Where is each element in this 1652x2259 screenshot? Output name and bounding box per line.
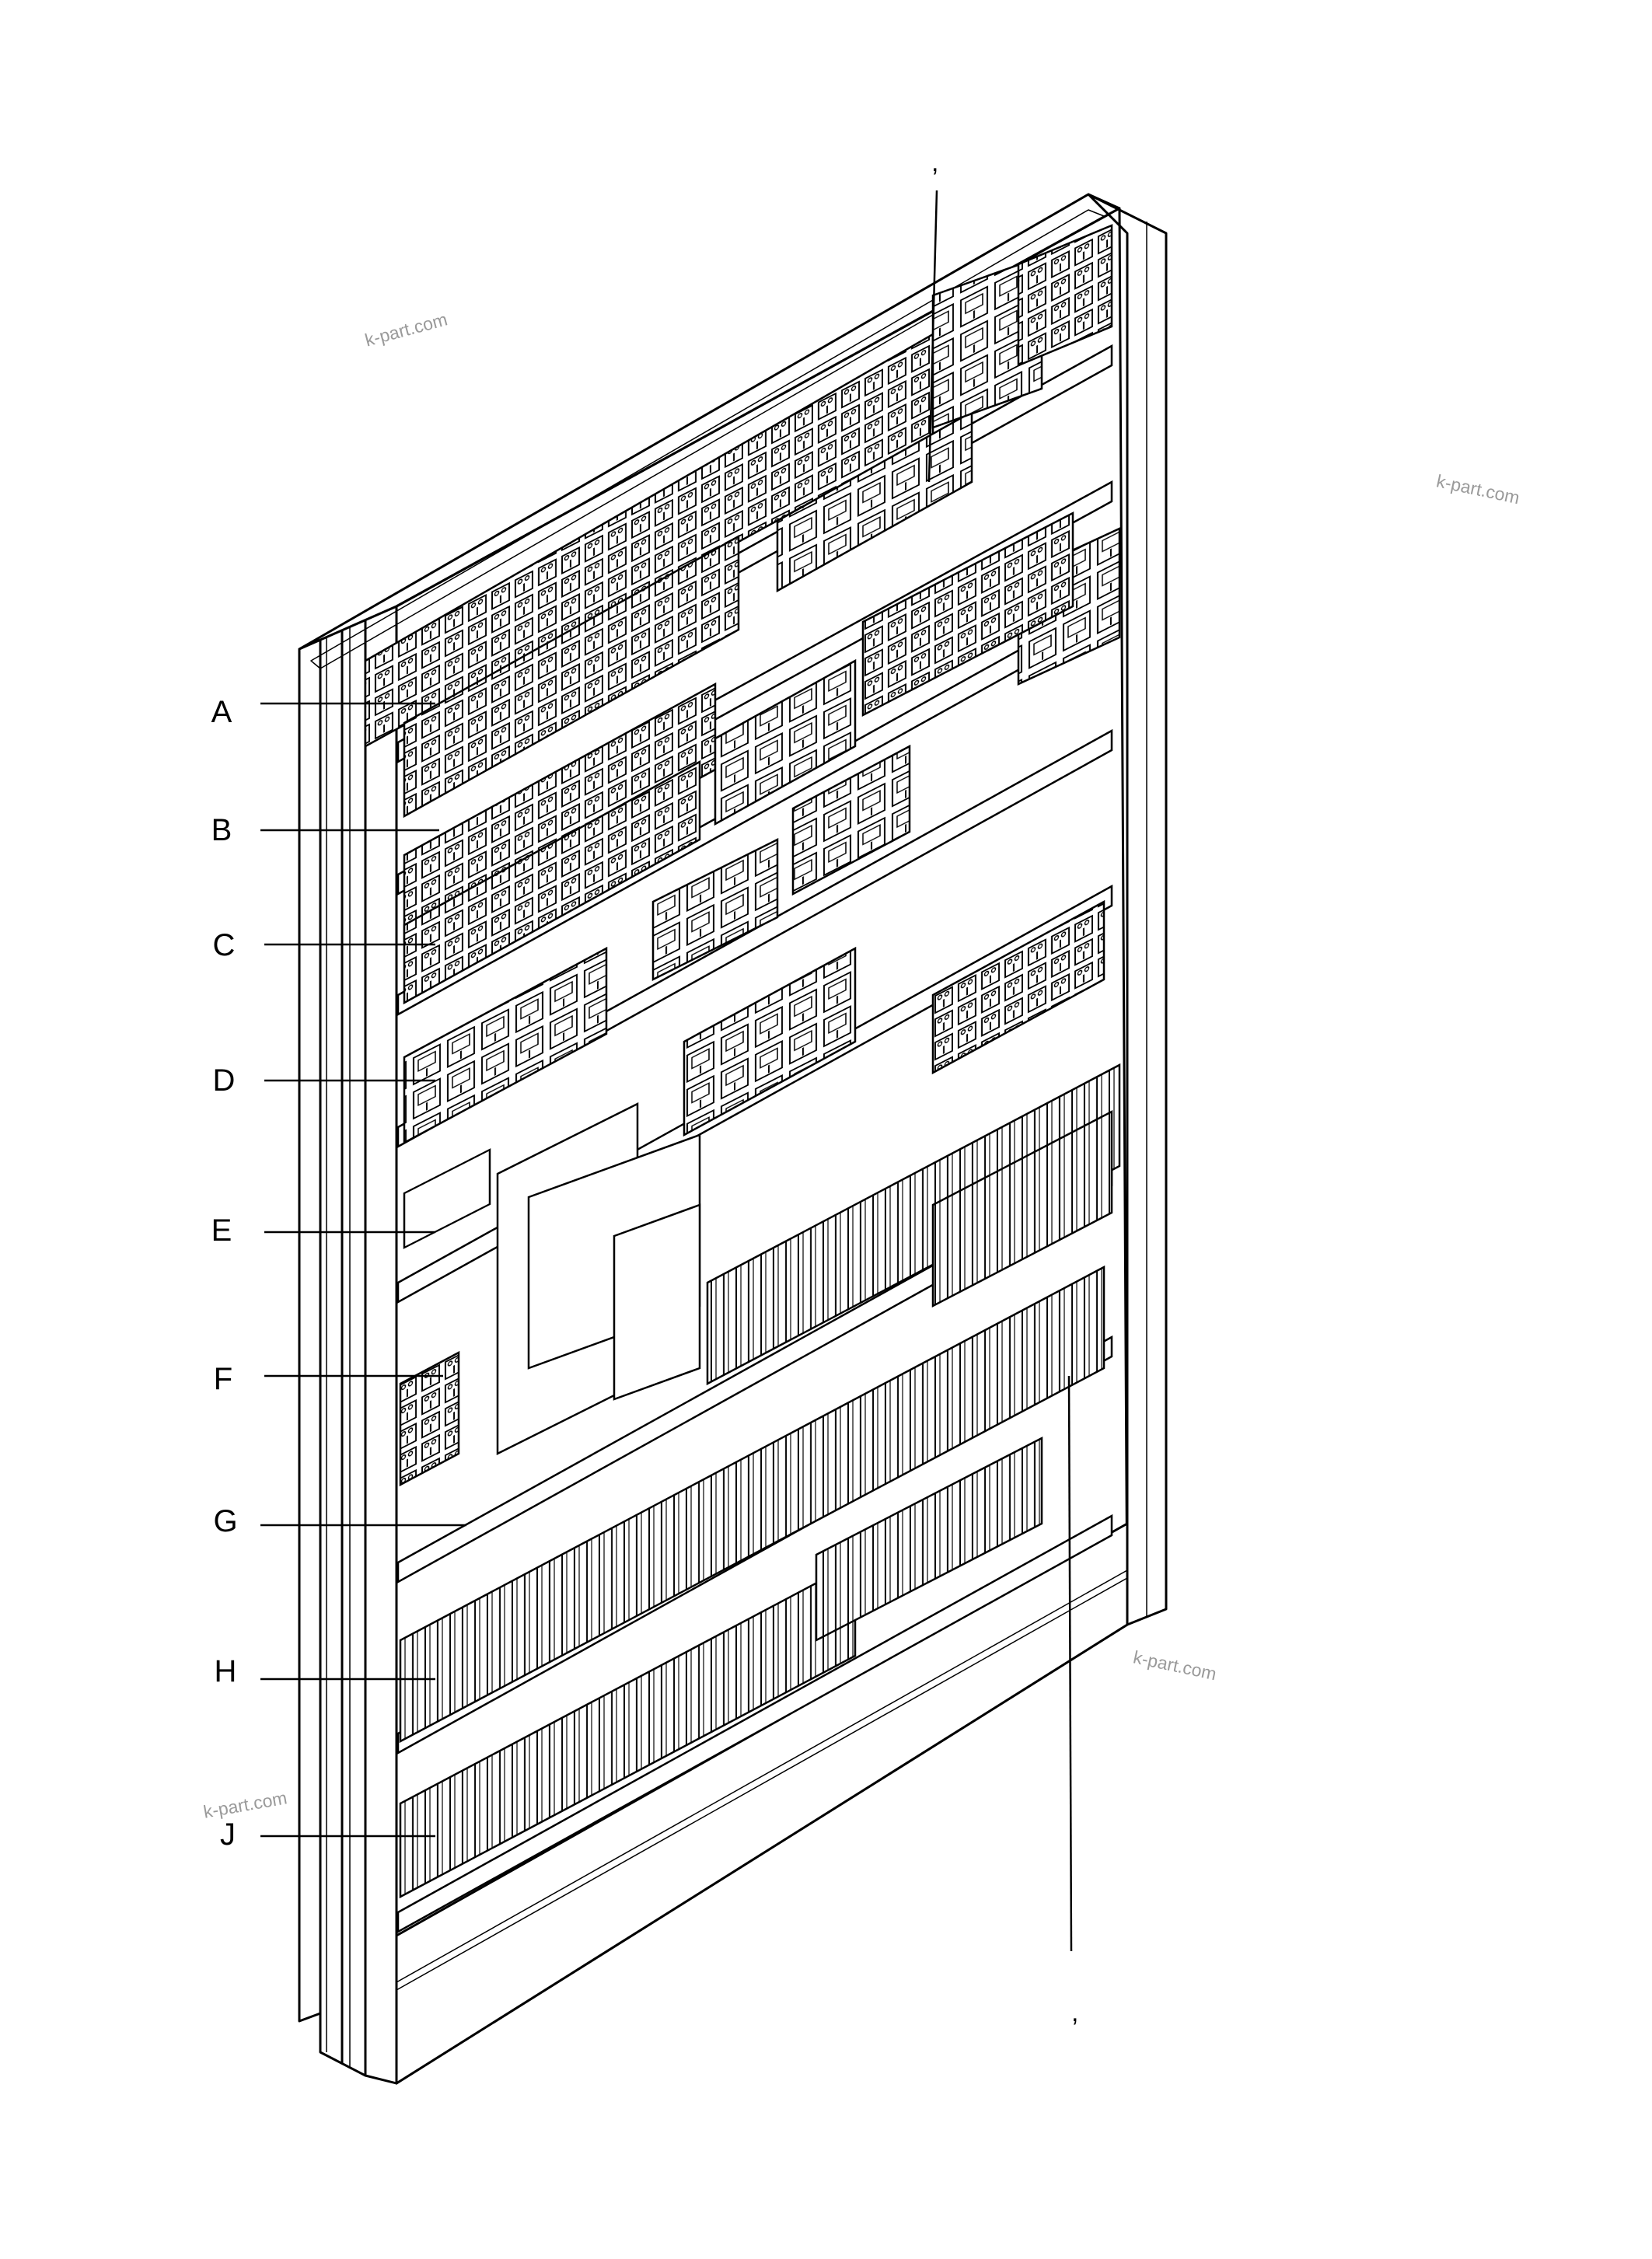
callout-label-e: E bbox=[211, 1213, 232, 1248]
leader-lines bbox=[260, 190, 1073, 1952]
cabinet-frame bbox=[298, 193, 1168, 2085]
component-rows bbox=[364, 224, 1121, 1899]
callout-label-g: G bbox=[213, 1504, 238, 1538]
callout-label-d: D bbox=[212, 1063, 236, 1098]
callout-label-f: F bbox=[213, 1362, 233, 1396]
callout-label-a: A bbox=[211, 695, 232, 729]
bottom-mark: , bbox=[1071, 1998, 1079, 2027]
callout-label-h: H bbox=[214, 1654, 237, 1688]
top-mark: , bbox=[931, 148, 939, 177]
callout-label-c: C bbox=[212, 928, 236, 962]
callout-label-j: J bbox=[220, 1817, 236, 1852]
callout-label-b: B bbox=[211, 813, 232, 847]
